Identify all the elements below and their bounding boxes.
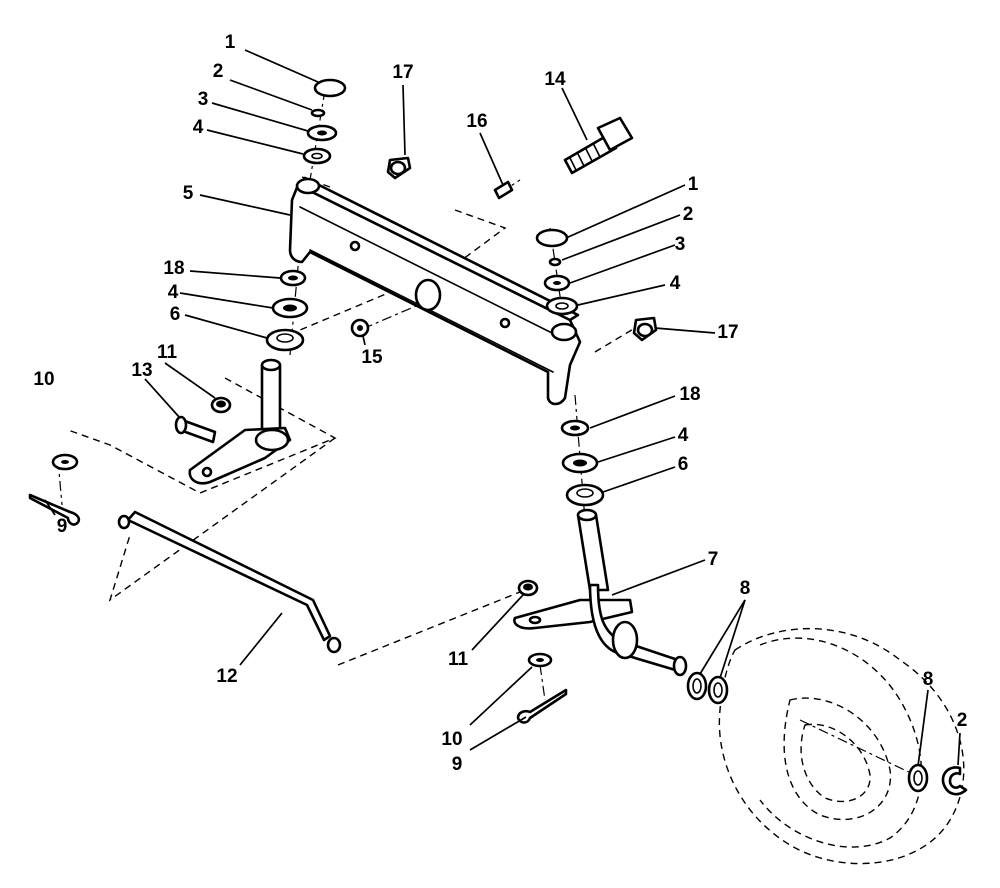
label-part-4-left-lower: 4 [168,282,179,303]
label-part-12: 12 [216,666,237,687]
label-part-9-left: 9 [57,516,68,537]
left-washer-and-pin [28,453,81,526]
label-part-3-left: 3 [198,89,209,110]
left-upper-stack [302,78,347,165]
label-part-11-left: 11 [157,342,178,363]
label-part-3-right: 3 [675,234,686,255]
axle-beam [288,176,582,406]
part-number-labels: 1 2 3 4 5 18 4 6 17 14 16 1 2 3 4 17 15 … [33,32,967,775]
left-lower-stack [265,269,309,352]
label-part-2-right: 2 [683,204,694,225]
tie-rod [117,510,342,654]
label-part-18-right: 18 [679,384,700,405]
label-part-1-right: 1 [688,174,699,195]
label-part-4-right-upper: 4 [670,273,681,294]
right-upper-stack [535,228,579,316]
label-part-17-left: 17 [392,62,413,83]
label-part-1-left: 1 [225,32,236,53]
label-part-11-right: 11 [448,649,469,670]
label-part-18-left: 18 [163,258,184,279]
tire-and-wheel [686,628,968,865]
right-nut-washer-pin [516,579,568,724]
label-part-4-right-lower: 4 [678,425,689,446]
label-part-10-right: 10 [441,729,462,750]
grease-fittings [386,156,658,342]
label-part-8-wheel: 8 [923,669,934,690]
label-part-8-right-pair: 8 [740,578,751,599]
label-part-2-left: 2 [213,61,224,82]
label-part-4-left-upper: 4 [193,117,204,138]
label-part-5: 5 [183,183,194,204]
leader-lines [44,49,961,767]
label-part-15: 15 [361,347,383,368]
label-part-14: 14 [544,69,566,90]
pivot-bolt [350,116,634,338]
label-part-13: 13 [131,360,152,381]
label-part-6-left: 6 [170,304,181,325]
label-part-10-left: 10 [33,369,54,390]
left-spindle [174,358,292,485]
label-part-16: 16 [466,111,487,132]
label-part-9-right: 9 [452,754,463,775]
label-part-6-right: 6 [678,454,689,475]
label-part-17-right: 17 [717,322,738,343]
label-part-2-wheel: 2 [957,710,968,731]
right-lower-stack [560,419,605,507]
label-part-7: 7 [708,549,719,570]
right-spindle [513,508,688,677]
